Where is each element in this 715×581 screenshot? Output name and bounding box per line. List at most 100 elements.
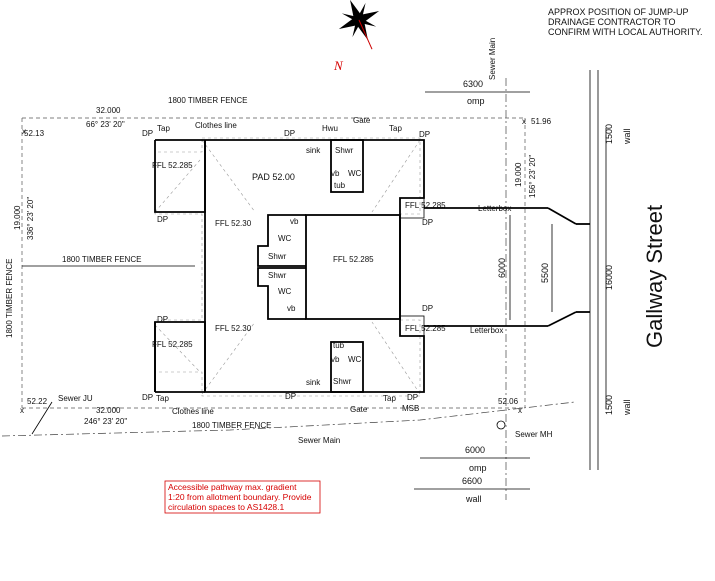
dp-9: DP <box>285 392 296 401</box>
boundary-bottom-bearing: 246° 23' 20" <box>84 417 127 426</box>
boundary-left-bearing: 336° 23' 20" <box>26 197 35 240</box>
dim-wall-top-label: wall <box>622 128 632 145</box>
msb-label: MSB <box>402 404 419 413</box>
tap-4: Tap <box>383 394 396 403</box>
sewer-mh-icon <box>496 420 506 430</box>
level-mark-tr: x <box>522 117 526 126</box>
boundary-right-length: 19.000 <box>514 162 523 187</box>
level-bottom-left: 52.22 <box>27 397 48 406</box>
ffl-5230-bottom: FFL 52.30 <box>215 324 252 333</box>
hwu-label: Hwu <box>322 124 338 133</box>
level-top-right: 51.96 <box>531 117 552 126</box>
driveways <box>424 207 590 327</box>
fence-middle-label: 1800 TIMBER FENCE <box>62 255 141 264</box>
sewer-mh-label: Sewer MH <box>515 430 553 439</box>
dim-16000-label: 16000 <box>604 265 614 290</box>
wc-mid-1: WC <box>278 234 292 243</box>
ffl-central: FFL 52.285 <box>333 255 374 264</box>
level-mark-br: x <box>518 406 522 415</box>
sewer-main-bottom-label: Sewer Main <box>298 436 340 445</box>
boundary-top-length: 32.000 <box>96 106 121 115</box>
roof-lines <box>154 139 421 395</box>
ffl-5230-top: FFL 52.30 <box>215 219 252 228</box>
ffl-right-top: FFL 52.285 <box>405 201 446 210</box>
clothes-line-bottom: Clothes line <box>172 407 214 416</box>
letterbox-top: Letterbox <box>478 204 511 213</box>
dp-1: DP <box>142 129 153 138</box>
level-mark-tl: x <box>22 127 26 136</box>
dim-omp-top-value: 6300 <box>463 79 483 89</box>
access-note-line-2: 1:20 from allotment boundary. Provide <box>168 492 312 502</box>
shwr-mid-2: Shwr <box>268 271 287 280</box>
wc-top: WC <box>348 169 362 178</box>
building-walls <box>154 139 425 393</box>
north-compass-icon <box>338 0 380 50</box>
dim-wall-bottom-label: wall <box>465 494 482 504</box>
boundary-left-length: 19.000 <box>13 205 22 230</box>
tub-bottom: tub <box>333 341 345 350</box>
fence-bottom-label: 1800 TIMBER FENCE <box>192 421 271 430</box>
jumpup-note-line-3: CONFIRM WITH LOCAL AUTHORITY. <box>548 27 703 37</box>
sink-top: sink <box>306 146 321 155</box>
sink-bottom: sink <box>306 378 321 387</box>
wc-bottom: WC <box>348 355 362 364</box>
dp-4: DP <box>157 215 168 224</box>
vb-mid-1: vb <box>290 217 299 226</box>
vb-mid-2: vb <box>287 304 296 313</box>
dim-omp-bottom-value: 6000 <box>465 445 485 455</box>
dp-7: DP <box>157 315 168 324</box>
sewer-ju-leader <box>31 401 53 435</box>
ffl-top-left: FFL 52.285 <box>152 161 193 170</box>
shwr-top: Shwr <box>335 146 354 155</box>
gate-bottom: Gate <box>350 405 368 414</box>
access-note-line-3: circulation spaces to AS1428.1 <box>168 502 285 512</box>
tub-top: tub <box>334 181 346 190</box>
vb-bottom: vb <box>331 355 340 364</box>
dim-omp-top-label: omp <box>467 96 485 106</box>
shwr-bottom: Shwr <box>333 377 352 386</box>
boundary-top-bearing: 66° 23' 20" <box>86 120 125 129</box>
north-label: N <box>333 58 344 73</box>
dp-6: DP <box>422 304 433 313</box>
dp-5: DP <box>422 218 433 227</box>
boundary-bottom-length: 32.000 <box>96 406 121 415</box>
fence-top-label: 1800 TIMBER FENCE <box>168 96 247 105</box>
sewer-main-top-label: Sewer Main <box>488 38 497 80</box>
letterbox-bottom: Letterbox <box>470 326 503 335</box>
level-bottom-right: 52.06 <box>498 397 519 406</box>
sewer-main-lower <box>1 401 576 437</box>
jumpup-note-line-1: APPROX POSITION OF JUMP-UP <box>548 7 689 17</box>
tap-3: Tap <box>156 394 169 403</box>
dim-wall-top-value: 1500 <box>604 124 614 144</box>
clothes-line-top: Clothes line <box>195 121 237 130</box>
dp-3: DP <box>419 130 430 139</box>
access-note-line-1: Accessible pathway max. gradient <box>168 482 297 492</box>
access-note-box <box>164 480 321 514</box>
dim-omp-bottom-label: omp <box>469 463 487 473</box>
ffl-right-bottom: FFL 52.285 <box>405 324 446 333</box>
level-mark-bl: x <box>20 406 24 415</box>
shwr-mid-1: Shwr <box>268 252 287 261</box>
gate-top: Gate <box>353 116 371 125</box>
fence-left-label: 1800 TIMBER FENCE <box>5 259 14 338</box>
dp-10: DP <box>407 393 418 402</box>
dim-wall-bottom-value: 6600 <box>462 476 482 486</box>
dp-8: DP <box>142 393 153 402</box>
dim-6000-label: 6000 <box>497 258 507 278</box>
vb-top: vb <box>331 169 340 178</box>
sewer-ju-label: Sewer JU <box>58 394 93 403</box>
dim-wall-b-value: 1500 <box>604 395 614 415</box>
dim-wall-b-label: wall <box>622 399 632 416</box>
ffl-bottom-left: FFL 52.285 <box>152 340 193 349</box>
wc-mid-2: WC <box>278 287 292 296</box>
tap-2: Tap <box>389 124 402 133</box>
level-top-left: 52.13 <box>24 129 45 138</box>
pad-outline <box>154 137 421 397</box>
dim-5500-label: 5500 <box>540 263 550 283</box>
pad-label: PAD 52.00 <box>252 172 295 182</box>
dp-2: DP <box>284 129 295 138</box>
street-name: Gallway Street <box>642 205 667 348</box>
jumpup-note-line-2: DRAINAGE CONTRACTOR TO <box>548 17 676 27</box>
tap-1: Tap <box>157 124 170 133</box>
